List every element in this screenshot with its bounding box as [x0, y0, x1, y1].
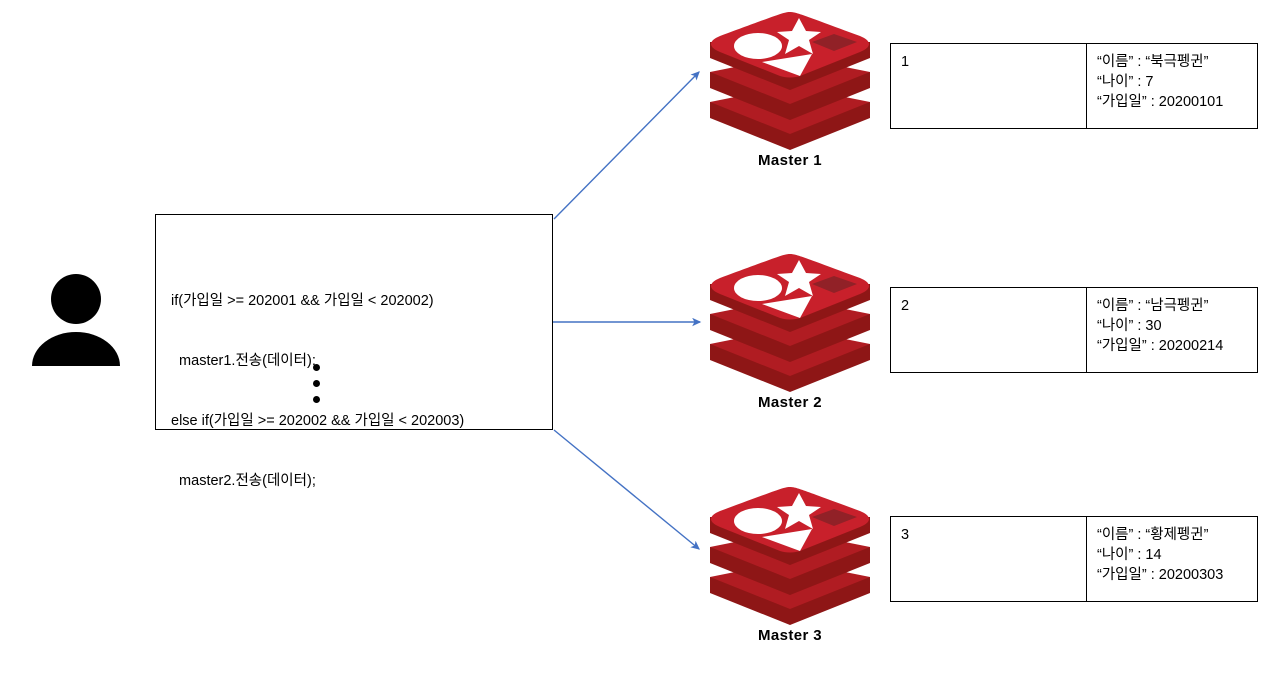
master-node-2[interactable]: Master 2 — [700, 252, 880, 427]
value-line: “가입일” : 20200214 — [1097, 338, 1224, 354]
master-node-3[interactable]: Master 3 — [700, 485, 880, 660]
value-line: “이름” : “북극펭귄” — [1097, 54, 1209, 70]
redis-logo-icon — [710, 12, 870, 150]
routing-code-box: if(가입일 >= 202001 && 가입일 < 202002) master… — [155, 214, 553, 489]
master-node-1[interactable]: Master 1 — [700, 10, 880, 185]
code-text: if(가입일 >= 202001 && 가입일 < 202002) master… — [171, 251, 551, 531]
person-body-shape — [32, 332, 120, 366]
master-node-label: Master 2 — [757, 394, 823, 411]
person-icon — [30, 274, 122, 366]
redis-logo-icon — [710, 254, 870, 392]
master-node-label: Master 1 — [757, 152, 823, 169]
person-head-shape — [51, 274, 101, 324]
table-value-cell: “이름” : “황제펭귄” “나이” : 14 “가입일” : 20200303 — [1087, 517, 1257, 601]
ellipsis-dot — [313, 396, 320, 403]
table-key-cell: 1 — [891, 44, 1087, 128]
table-value-cell: “이름” : “남극펭귄” “나이” : 30 “가입일” : 20200214 — [1087, 288, 1257, 372]
value-line: “나이” : 14 — [1097, 547, 1162, 563]
data-table-1: 1 “이름” : “북극펭귄” “나이” : 7 “가입일” : 2020010… — [890, 43, 1258, 129]
value-line: “나이” : 7 — [1097, 74, 1154, 90]
value-line: “이름” : “남극펭귄” — [1097, 298, 1209, 314]
ellipsis-dot — [313, 380, 320, 387]
code-line: else if(가입일 >= 202002 && 가입일 < 202003) — [171, 413, 465, 429]
table-key-cell: 2 — [891, 288, 1087, 372]
redis-logo-icon — [710, 487, 870, 625]
code-line: master1.전송(데이터); — [171, 353, 316, 369]
data-table-2: 2 “이름” : “남극펭귄” “나이” : 30 “가입일” : 202002… — [890, 287, 1258, 373]
value-line: “가입일” : 20200303 — [1097, 567, 1224, 583]
value-line: “나이” : 30 — [1097, 318, 1162, 334]
arrow-to-master-3 — [553, 429, 700, 550]
value-line: “가입일” : 20200101 — [1097, 94, 1224, 110]
table-value-cell: “이름” : “북극펭귄” “나이” : 7 “가입일” : 20200101 — [1087, 44, 1257, 128]
code-line: master2.전송(데이터); — [171, 473, 316, 489]
value-line: “이름” : “황제펭귄” — [1097, 527, 1209, 543]
arrow-to-master-1 — [553, 71, 700, 220]
ellipsis-dot — [313, 364, 320, 371]
vertical-ellipsis-icon — [313, 364, 325, 412]
data-table-3: 3 “이름” : “황제펭귄” “나이” : 14 “가입일” : 202003… — [890, 516, 1258, 602]
master-node-label: Master 3 — [757, 627, 823, 644]
table-key-cell: 3 — [891, 517, 1087, 601]
code-line: if(가입일 >= 202001 && 가입일 < 202002) — [171, 293, 434, 309]
